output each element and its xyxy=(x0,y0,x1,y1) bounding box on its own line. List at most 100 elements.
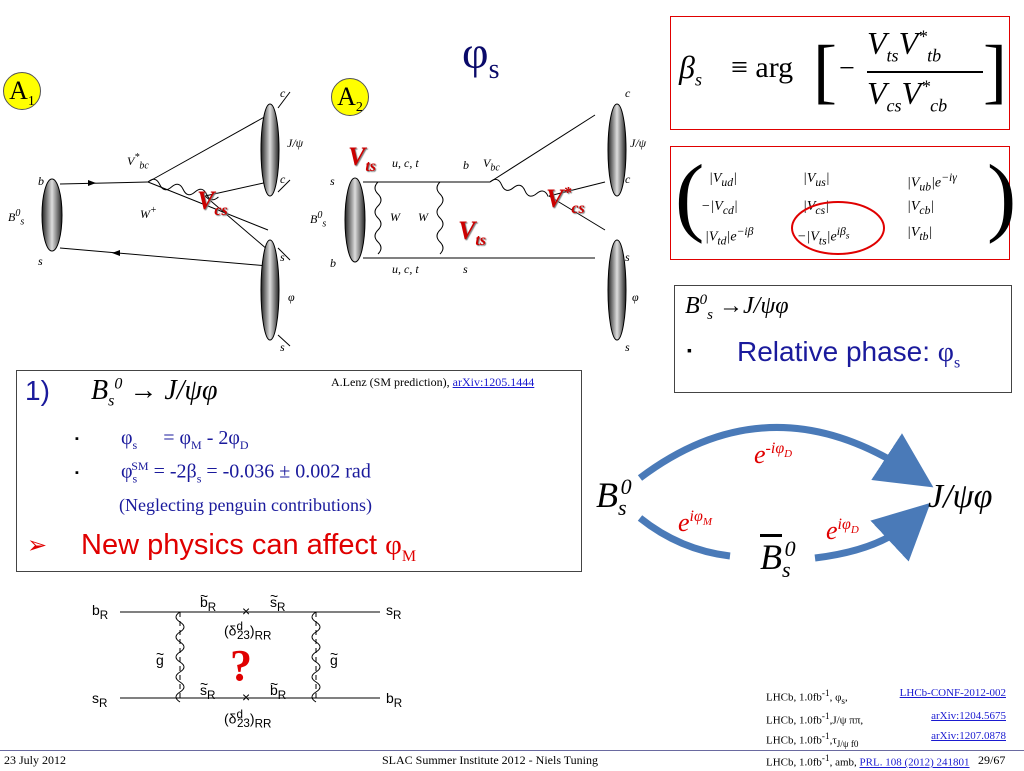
susy-bR-left: bR xyxy=(92,602,109,622)
footer-date: 23 July 2012 xyxy=(4,753,67,767)
arrow-bullet-icon: ➢ xyxy=(27,533,48,559)
ckm-vud: |Vud| xyxy=(709,171,737,189)
a1-c-top-label: c xyxy=(280,86,286,100)
susy-delta-top: (δd23)RR xyxy=(224,620,272,643)
a1-jpsi-label: J/ψ xyxy=(287,136,304,150)
phase-right-label: eiφD xyxy=(826,516,859,545)
a2-bs0-label: B0s xyxy=(310,210,327,230)
ckm-vcb: |Vcb| xyxy=(907,199,935,217)
reference-2: LHCb, 1.0fb-1,J/ψ ππ,arXiv:1204.5675 xyxy=(766,709,1006,727)
decay-box: B0s →J/ψφ ▪ Relative phase: φs xyxy=(674,285,1012,393)
bullet-icon-2: ▪ xyxy=(75,467,79,479)
bsbar0-label: Bs0 xyxy=(760,536,796,583)
a1-s-mid-label: s xyxy=(280,250,285,264)
feynman-diagram-a2 xyxy=(344,103,627,341)
a2-vts-top-label: Vts xyxy=(348,142,377,176)
a2-s-bot-label: s xyxy=(463,262,468,276)
susy-sbottom-bot: ~bR xyxy=(270,676,287,702)
susy-delta-bot: (δd23)RR xyxy=(224,708,272,731)
ckm-vtd: |Vtd|e−iβ xyxy=(705,225,754,248)
ref-link-2[interactable]: arXiv:1204.5675 xyxy=(931,709,1006,722)
phase-left-label: eiφM xyxy=(678,508,713,537)
a2-b-top-label: b xyxy=(463,158,469,172)
badge-a2: A2 xyxy=(331,78,369,116)
badge-a1: A1 xyxy=(3,72,41,110)
a2-uct-bot-label: u, c, t xyxy=(392,262,419,276)
a2-jpsi-label: J/ψ xyxy=(630,136,647,150)
item-number: 1) xyxy=(25,375,50,406)
mixing-arrows xyxy=(637,424,934,562)
ckm-vus: |Vus| xyxy=(803,171,830,189)
penguin-note: (Neglecting penguin contributions) xyxy=(119,495,372,515)
item-decay: Bs0 → J/ψφ xyxy=(91,375,218,410)
footer-page-number: 29/67 xyxy=(978,753,1006,767)
phi-s-sm-value: φsSM = -2βs = -0.036 ± 0.002 rad xyxy=(121,459,371,486)
a1-s-bottom-label: s xyxy=(38,254,43,268)
susy-sstrange-bot: ~sR xyxy=(200,676,216,702)
ref-link-4[interactable]: PRL. 108 (2012) 241801 xyxy=(859,757,970,769)
ckm-vcd: −|Vcd| xyxy=(701,199,738,217)
lenz-reference: A.Lenz (SM prediction), arXiv:1205.1444 xyxy=(331,375,535,389)
a1-s-low-label: s xyxy=(280,340,285,354)
bullet-icon-1: ▪ xyxy=(75,433,79,445)
a1-vcs-label: Vcs xyxy=(197,186,228,220)
a2-w2-label: W xyxy=(418,210,428,224)
susy-sR-left: sR xyxy=(92,690,108,710)
fraction-bar xyxy=(867,71,983,73)
feynman-diagram-a1 xyxy=(41,91,291,347)
susy-bR-right: bR xyxy=(386,690,403,710)
susy-sR-right: sR xyxy=(386,602,402,622)
ref-link-3[interactable]: arXiv:1207.0878 xyxy=(931,729,1006,742)
right-bracket: ] xyxy=(983,31,1007,111)
footer-divider xyxy=(0,750,1024,751)
a2-s-mid-label: s xyxy=(625,250,630,264)
a2-c-top-label: c xyxy=(625,86,631,100)
reference-4: LHCb, 1.0fb-1, amb, PRL. 108 (2012) 2418… xyxy=(766,753,970,769)
susy-gluino-right: ~g xyxy=(330,646,339,668)
ckm-vts-highlight-circle xyxy=(791,201,885,255)
ckm-vub: |Vub|e−iγ xyxy=(907,171,957,194)
references-list: LHCb, 1.0fb-1, φs,LHCb-CONF-2012-002 LHC… xyxy=(766,686,1006,771)
a1-wplus-label: W+ xyxy=(140,205,157,221)
beta-denominator: VcsV*cb xyxy=(867,75,948,116)
a2-vts-mid-label: Vts xyxy=(458,216,487,250)
question-mark: ? xyxy=(230,641,252,690)
svg-text:×: × xyxy=(242,689,250,705)
slide-title: φs xyxy=(462,27,500,86)
a2-phi-label: φ xyxy=(632,290,639,304)
a2-s-low-label: s xyxy=(625,340,630,354)
decay-relative-phase: Relative phase: φs xyxy=(737,336,961,372)
phi-s-relation: φs= φM - 2φD xyxy=(121,427,249,452)
a1-vbc-label: V*bc xyxy=(127,152,149,172)
a1-phi-label: φ xyxy=(288,290,295,304)
ckm-right-paren: ) xyxy=(987,148,1017,245)
decay-bullet-icon: ▪ xyxy=(687,344,692,359)
a1-b-label: b xyxy=(38,174,44,188)
ckm-vtb: |Vtb| xyxy=(907,225,933,243)
decay-title: B0s →J/ψφ xyxy=(685,292,789,323)
bs0-label: Bs0 xyxy=(596,474,632,521)
ckm-vts: −|Vts|eiβs xyxy=(797,225,850,248)
susy-sbottom-top: ~bR xyxy=(200,588,217,614)
a1-c-mid-label: c xyxy=(280,172,286,186)
a2-s-left-top-label: s xyxy=(330,174,335,188)
susy-box-diagram: × × xyxy=(120,603,380,705)
phase-top-label: e-iφD xyxy=(754,440,793,469)
a2-uct-top-label: u, c, t xyxy=(392,156,419,170)
susy-sstrange-top: ~sR xyxy=(270,588,286,614)
beta-s-definition-box: βs ≡ arg [ − VtsV*tb VcsV*cb ] xyxy=(670,16,1010,130)
reference-1: LHCb, 1.0fb-1, φs,LHCb-CONF-2012-002 xyxy=(766,687,1006,706)
beta-minus: − xyxy=(839,53,855,84)
a2-vbc-label: Vbc xyxy=(483,156,500,174)
beta-numerator: VtsV*tb xyxy=(867,25,942,66)
ckm-left-paren: ( xyxy=(675,148,705,245)
lenz-arxiv-link[interactable]: arXiv:1205.1444 xyxy=(452,375,535,389)
main-content-box: A.Lenz (SM prediction), arXiv:1205.1444 … xyxy=(16,370,582,572)
ref-link-1[interactable]: LHCb-CONF-2012-002 xyxy=(899,687,1006,699)
svg-text:×: × xyxy=(242,603,250,619)
a2-b-left-bot-label: b xyxy=(330,256,336,270)
jpsiphi-label: J/ψφ xyxy=(928,478,993,515)
a1-bs0-label: B0s xyxy=(8,208,25,228)
a2-w1-label: W xyxy=(390,210,400,224)
